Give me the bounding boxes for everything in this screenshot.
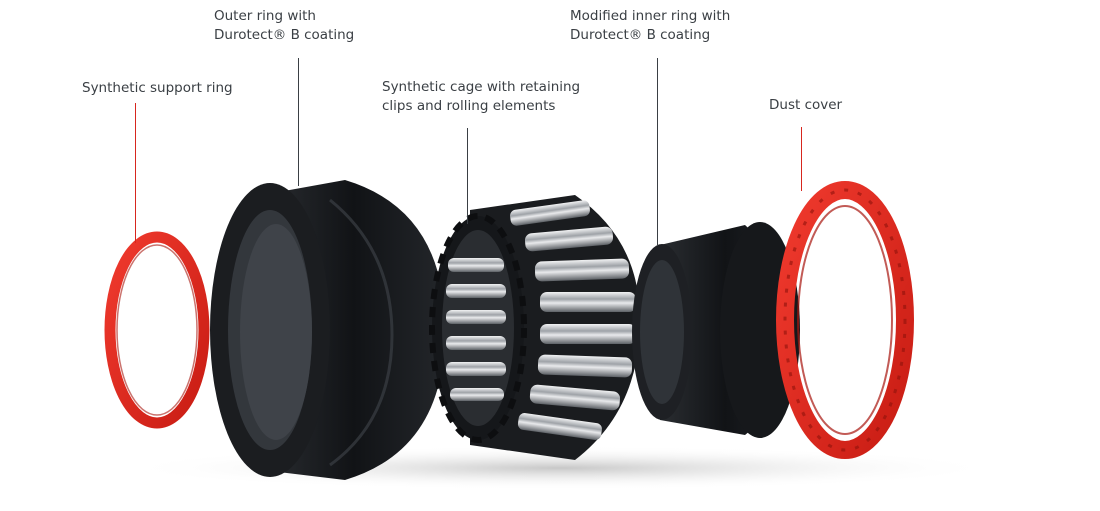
cage-and-rolling-elements [429,195,640,460]
inner-ring-label-line1: Modified inner ring with [570,8,731,24]
inner-ring-label-line2: Durotect® B coating [570,27,711,43]
label-inner-ring: Modified inner ring with Durotect® B coa… [570,7,730,45]
label-synthetic-support-ring: Synthetic support ring [82,79,233,98]
inner-rollers [446,258,506,401]
dust-cover-leader [801,127,803,191]
cage-leader [467,128,469,224]
label-dust-cover: Dust cover [769,96,842,115]
rolling-elements [510,200,636,440]
outer-ring-label-line2: Durotect® B coating [214,27,355,43]
label-cage: Synthetic cage with retaining clips and … [382,78,580,116]
support-ring-label-line1: Synthetic support ring [82,80,233,96]
support-ring-leader [135,103,137,243]
outer-ring [210,180,445,480]
synthetic-support-ring [104,231,210,429]
outer-ring-leader [298,58,300,186]
cage-label-line2: clips and rolling elements [382,98,556,114]
inner-ring [632,222,800,438]
label-outer-ring: Outer ring with Durotect® B coating [214,7,354,45]
cage-label-line1: Synthetic cage with retaining [382,79,581,95]
dust-cover [776,181,914,459]
outer-ring-label-line1: Outer ring with [214,8,316,24]
inner-ring-leader [657,58,659,246]
dust-cover-label-line1: Dust cover [769,97,843,113]
